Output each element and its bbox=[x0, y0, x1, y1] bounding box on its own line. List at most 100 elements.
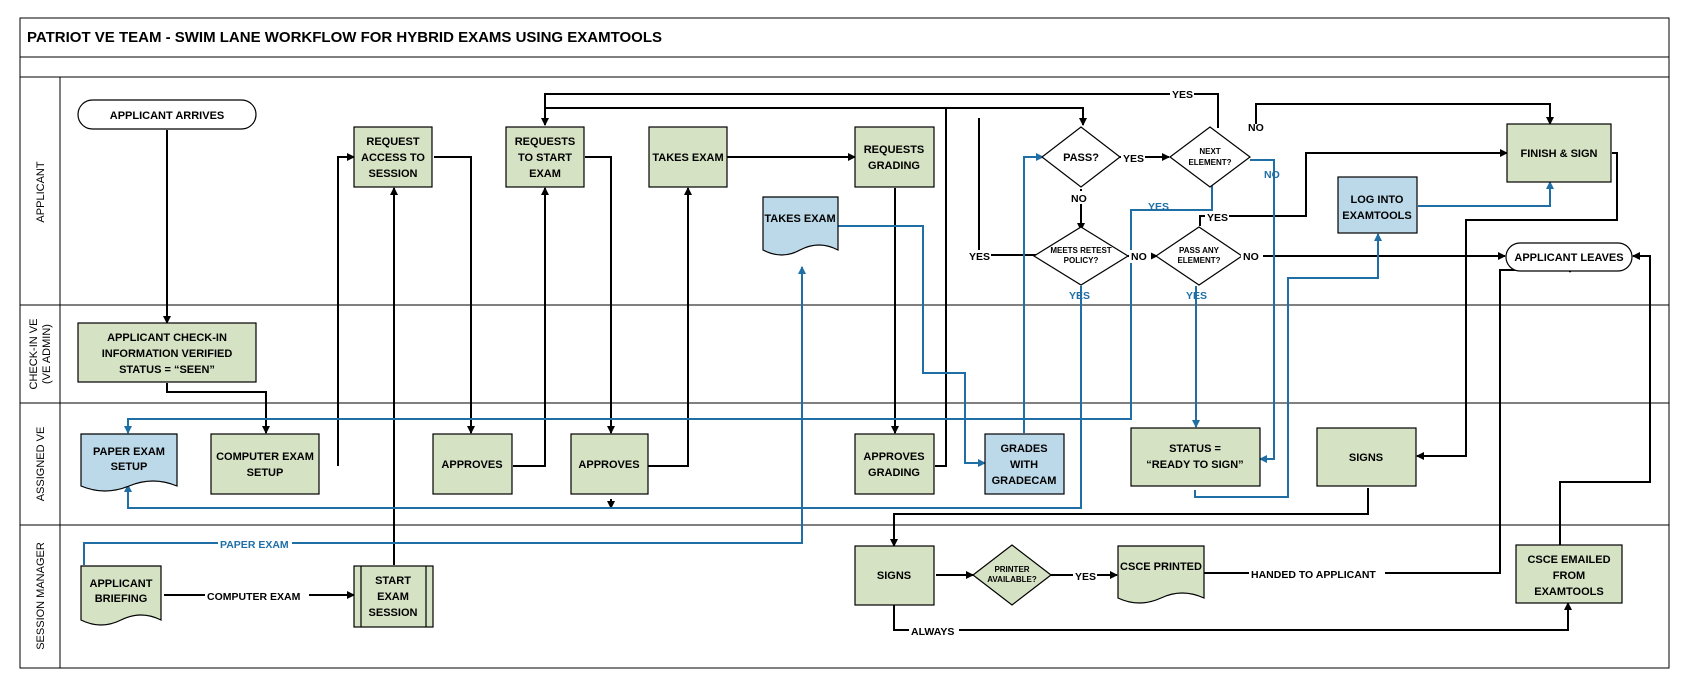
edge-log-into-to-finish bbox=[1418, 181, 1554, 207]
edge-next-yes-loop bbox=[541, 93, 1219, 128]
edge-yes-retest-loop bbox=[978, 118, 1041, 256]
label-printer-yes: YES bbox=[1075, 571, 1096, 583]
svg-text:APPROVES: APPROVES bbox=[441, 459, 502, 471]
svg-text:PASS ANY: PASS ANY bbox=[1179, 246, 1220, 255]
svg-text:APPLICANT: APPLICANT bbox=[90, 578, 153, 590]
node-applicant-leaves: APPLICANT LEAVES bbox=[1505, 242, 1633, 272]
edge-approves2-to-takes-exam bbox=[648, 187, 692, 467]
svg-text:PAPER EXAM: PAPER EXAM bbox=[93, 446, 165, 458]
svg-text:ACCESS TO: ACCESS TO bbox=[361, 152, 425, 164]
node-signs-session-manager: SIGNS bbox=[854, 545, 935, 606]
edge-finish-to-signs bbox=[1416, 152, 1618, 460]
edge-passany-yes-to-finish bbox=[1199, 149, 1508, 226]
label-pass-no: NO bbox=[1071, 193, 1087, 205]
svg-text:ELEMENT?: ELEMENT? bbox=[1177, 256, 1220, 265]
edge-approves-to-requests-start bbox=[513, 187, 549, 467]
edge-to-requests-start-loop-a bbox=[544, 94, 946, 109]
svg-text:CSCE EMAILED: CSCE EMAILED bbox=[1527, 554, 1610, 566]
node-log-into-examtools: LOG INTO EXAMTOOLS bbox=[1337, 176, 1418, 234]
edge-signs-to-sm-signs bbox=[890, 488, 1369, 547]
node-requests-grading: REQUESTS GRADING bbox=[854, 126, 935, 188]
edge-emailed-to-leaves bbox=[1559, 252, 1651, 545]
svg-text:EXAM: EXAM bbox=[529, 168, 561, 180]
label-passany-yes-blue: YES bbox=[1186, 290, 1207, 302]
node-printer-available: PRINTER AVAILABLE? bbox=[972, 544, 1052, 606]
svg-text:COMPUTER EXAM: COMPUTER EXAM bbox=[216, 451, 314, 463]
node-approves-1: APPROVES bbox=[432, 433, 513, 495]
label-always: ALWAYS bbox=[911, 626, 954, 638]
svg-text:FINISH & SIGN: FINISH & SIGN bbox=[1520, 148, 1597, 160]
node-pass-any-decision: PASS ANY ELEMENT? bbox=[1154, 226, 1244, 286]
label-next-no-blue: NO bbox=[1264, 169, 1280, 181]
node-next-element-decision: NEXT ELEMENT? bbox=[1169, 126, 1251, 188]
node-takes-exam-paper: TAKES EXAM bbox=[762, 196, 839, 256]
label-pass-yes: YES bbox=[1123, 153, 1144, 165]
diagram-title: PATRIOT VE TEAM - SWIM LANE WORKFLOW FOR… bbox=[27, 29, 662, 46]
node-approves-2: APPROVES bbox=[570, 433, 649, 495]
svg-text:SESSION: SESSION bbox=[369, 168, 418, 180]
node-applicant-briefing: APPLICANT BRIEFING bbox=[80, 565, 162, 626]
svg-text:TAKES EXAM: TAKES EXAM bbox=[652, 152, 723, 164]
node-grades-gradecam: GRADES WITH GRADECAM bbox=[984, 433, 1065, 495]
svg-text:GRADING: GRADING bbox=[868, 160, 920, 172]
node-applicant-arrives: APPLICANT ARRIVES bbox=[77, 99, 257, 130]
svg-text:APPROVES: APPROVES bbox=[578, 459, 639, 471]
edge-printed-to-leaves bbox=[1204, 265, 1574, 574]
label-retest-no: NO bbox=[1131, 251, 1147, 263]
svg-text:EXAMTOOLS: EXAMTOOLS bbox=[1342, 210, 1411, 222]
edge-paper-exam-to-gradecam bbox=[838, 225, 986, 467]
edge-computer-setup-to-request-access bbox=[337, 153, 355, 466]
svg-text:GRADING: GRADING bbox=[868, 467, 920, 479]
node-requests-start: REQUESTS TO START EXAM bbox=[505, 126, 585, 188]
node-computer-exam-setup: COMPUTER EXAM SETUP bbox=[210, 433, 320, 495]
svg-text:TAKES EXAM: TAKES EXAM bbox=[764, 213, 835, 225]
svg-text:SIGNS: SIGNS bbox=[1349, 452, 1383, 464]
node-csce-emailed: CSCE EMAILED FROM EXAMTOOLS bbox=[1515, 544, 1623, 604]
edge-next-yes-to-paper-setup bbox=[124, 177, 1213, 434]
lane-label-checkin-1: CHECK-IN VE bbox=[28, 319, 40, 390]
label-yes-top: YES bbox=[1172, 89, 1193, 101]
edge-labels: YES YES NO NO NO YES YES NO YES YES NO Y… bbox=[205, 87, 1385, 638]
svg-text:GRADES: GRADES bbox=[1000, 443, 1047, 455]
edge-next-no-to-status bbox=[1250, 159, 1275, 463]
edge-always-to-emailed bbox=[893, 602, 1572, 631]
svg-text:PASS?: PASS? bbox=[1063, 152, 1099, 164]
svg-text:APPLICANT CHECK-IN: APPLICANT CHECK-IN bbox=[107, 332, 227, 344]
svg-text:SETUP: SETUP bbox=[247, 467, 284, 479]
lane-label-checkin-2: (VE ADMIN) bbox=[41, 324, 53, 384]
node-pass-decision: PASS? bbox=[1041, 126, 1121, 188]
label-next-no: NO bbox=[1248, 122, 1264, 134]
node-checkin-info: APPLICANT CHECK-IN INFORMATION VERIFIED … bbox=[77, 322, 257, 383]
svg-text:EXAMTOOLS: EXAMTOOLS bbox=[1534, 586, 1603, 598]
node-start-exam-session: START EXAM SESSION bbox=[353, 565, 434, 628]
node-takes-exam-computer: TAKES EXAM bbox=[648, 126, 728, 188]
lane-label-assigned-ve: ASSIGNED VE bbox=[35, 427, 47, 502]
svg-text:TO START: TO START bbox=[518, 152, 572, 164]
node-csce-printed: CSCE PRINTED bbox=[1117, 545, 1205, 604]
svg-text:SESSION: SESSION bbox=[369, 607, 418, 619]
node-paper-exam-setup: PAPER EXAM SETUP bbox=[80, 433, 178, 492]
svg-text:PRINTER: PRINTER bbox=[994, 565, 1029, 574]
label-retest-yes-left: YES bbox=[969, 251, 990, 263]
node-request-access: REQUEST ACCESS TO SESSION bbox=[353, 126, 433, 188]
label-next-yes-blue: YES bbox=[1148, 201, 1169, 213]
svg-text:APPLICANT ARRIVES: APPLICANT ARRIVES bbox=[110, 110, 225, 122]
label-passany-no: NO bbox=[1243, 251, 1259, 263]
edge-requests-start-to-approves2 bbox=[585, 156, 615, 434]
label-retest-yes: YES bbox=[1069, 290, 1090, 302]
node-meets-retest-decision: MEETS RETEST POLICY? bbox=[1032, 226, 1130, 286]
svg-text:START: START bbox=[375, 575, 411, 587]
svg-text:REQUESTS: REQUESTS bbox=[864, 144, 925, 156]
svg-text:STATUS =: STATUS = bbox=[1169, 443, 1221, 455]
svg-text:APPROVES: APPROVES bbox=[863, 451, 924, 463]
svg-text:NEXT: NEXT bbox=[1199, 147, 1220, 156]
svg-text:MEETS RETEST: MEETS RETEST bbox=[1050, 246, 1111, 255]
label-computer-exam: COMPUTER EXAM bbox=[207, 591, 301, 603]
edge-next-no-to-finish bbox=[1255, 103, 1554, 125]
svg-text:LOG INTO: LOG INTO bbox=[1351, 194, 1404, 206]
svg-text:WITH: WITH bbox=[1010, 459, 1038, 471]
svg-text:GRADECAM: GRADECAM bbox=[992, 475, 1057, 487]
edge-briefing-to-paper-exam bbox=[83, 266, 806, 565]
